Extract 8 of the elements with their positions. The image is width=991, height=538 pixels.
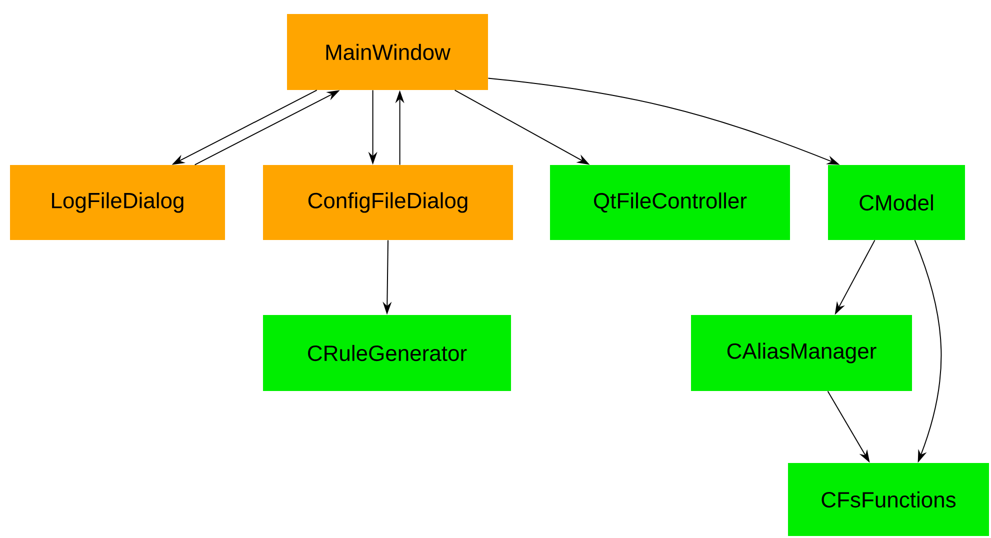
class-box: CRuleGenerator (263, 315, 511, 391)
class-box: CAliasManager (691, 315, 912, 391)
class-box: MainWindow (287, 14, 488, 90)
class-box: QtFileController (550, 165, 790, 240)
class-box: ConfigFileDialog (263, 165, 513, 240)
class-box: LogFileDialog (10, 165, 225, 240)
class-box: CModel (828, 165, 965, 240)
class-box: CFsFunctions (788, 463, 989, 536)
